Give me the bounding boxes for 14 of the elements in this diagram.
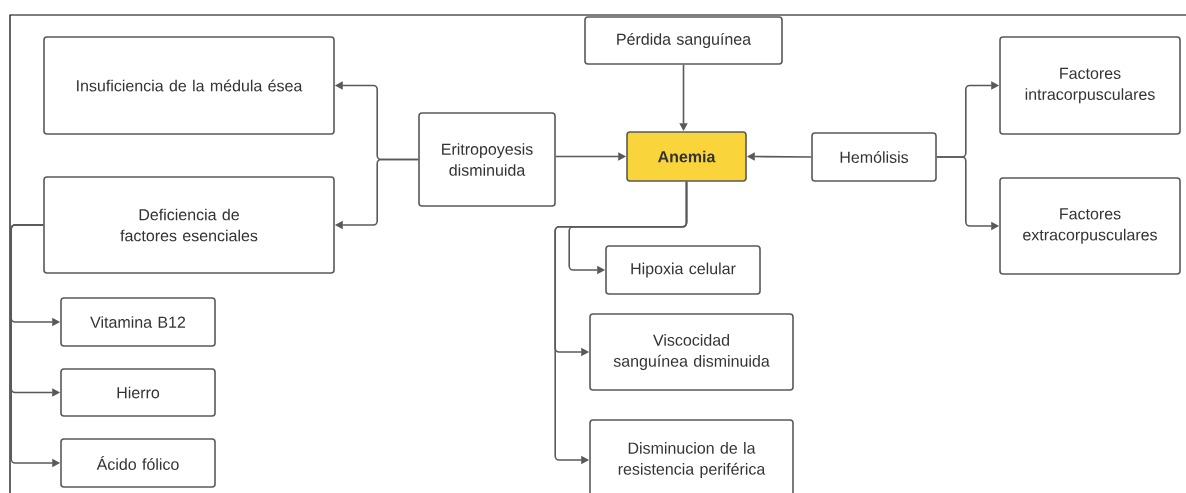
process-box: Factores intracorpusculares — [999, 36, 1181, 135]
process-box: Factores extracorpusculares — [999, 177, 1181, 275]
process-box: Hemólisis — [811, 132, 937, 182]
highlight-box: Anemia — [626, 131, 747, 182]
process-box: Vitamina B12 — [60, 297, 216, 347]
process-box: Viscocidad sanguínea disminuida — [589, 313, 794, 391]
process-box: Hipoxia celular — [605, 245, 761, 295]
process-box: Disminucion de la resistencia periférica — [589, 419, 794, 493]
process-box: Hierro — [60, 368, 216, 417]
process-box: Deficiencia de factores esenciales — [43, 176, 335, 274]
process-box: Ácido fólico — [60, 438, 216, 488]
process-box: Insuficiencia de la médula ésea — [43, 36, 335, 135]
process-box: Eritropoyesis disminuida — [418, 112, 556, 207]
process-box: Pérdida sanguínea — [584, 16, 783, 65]
